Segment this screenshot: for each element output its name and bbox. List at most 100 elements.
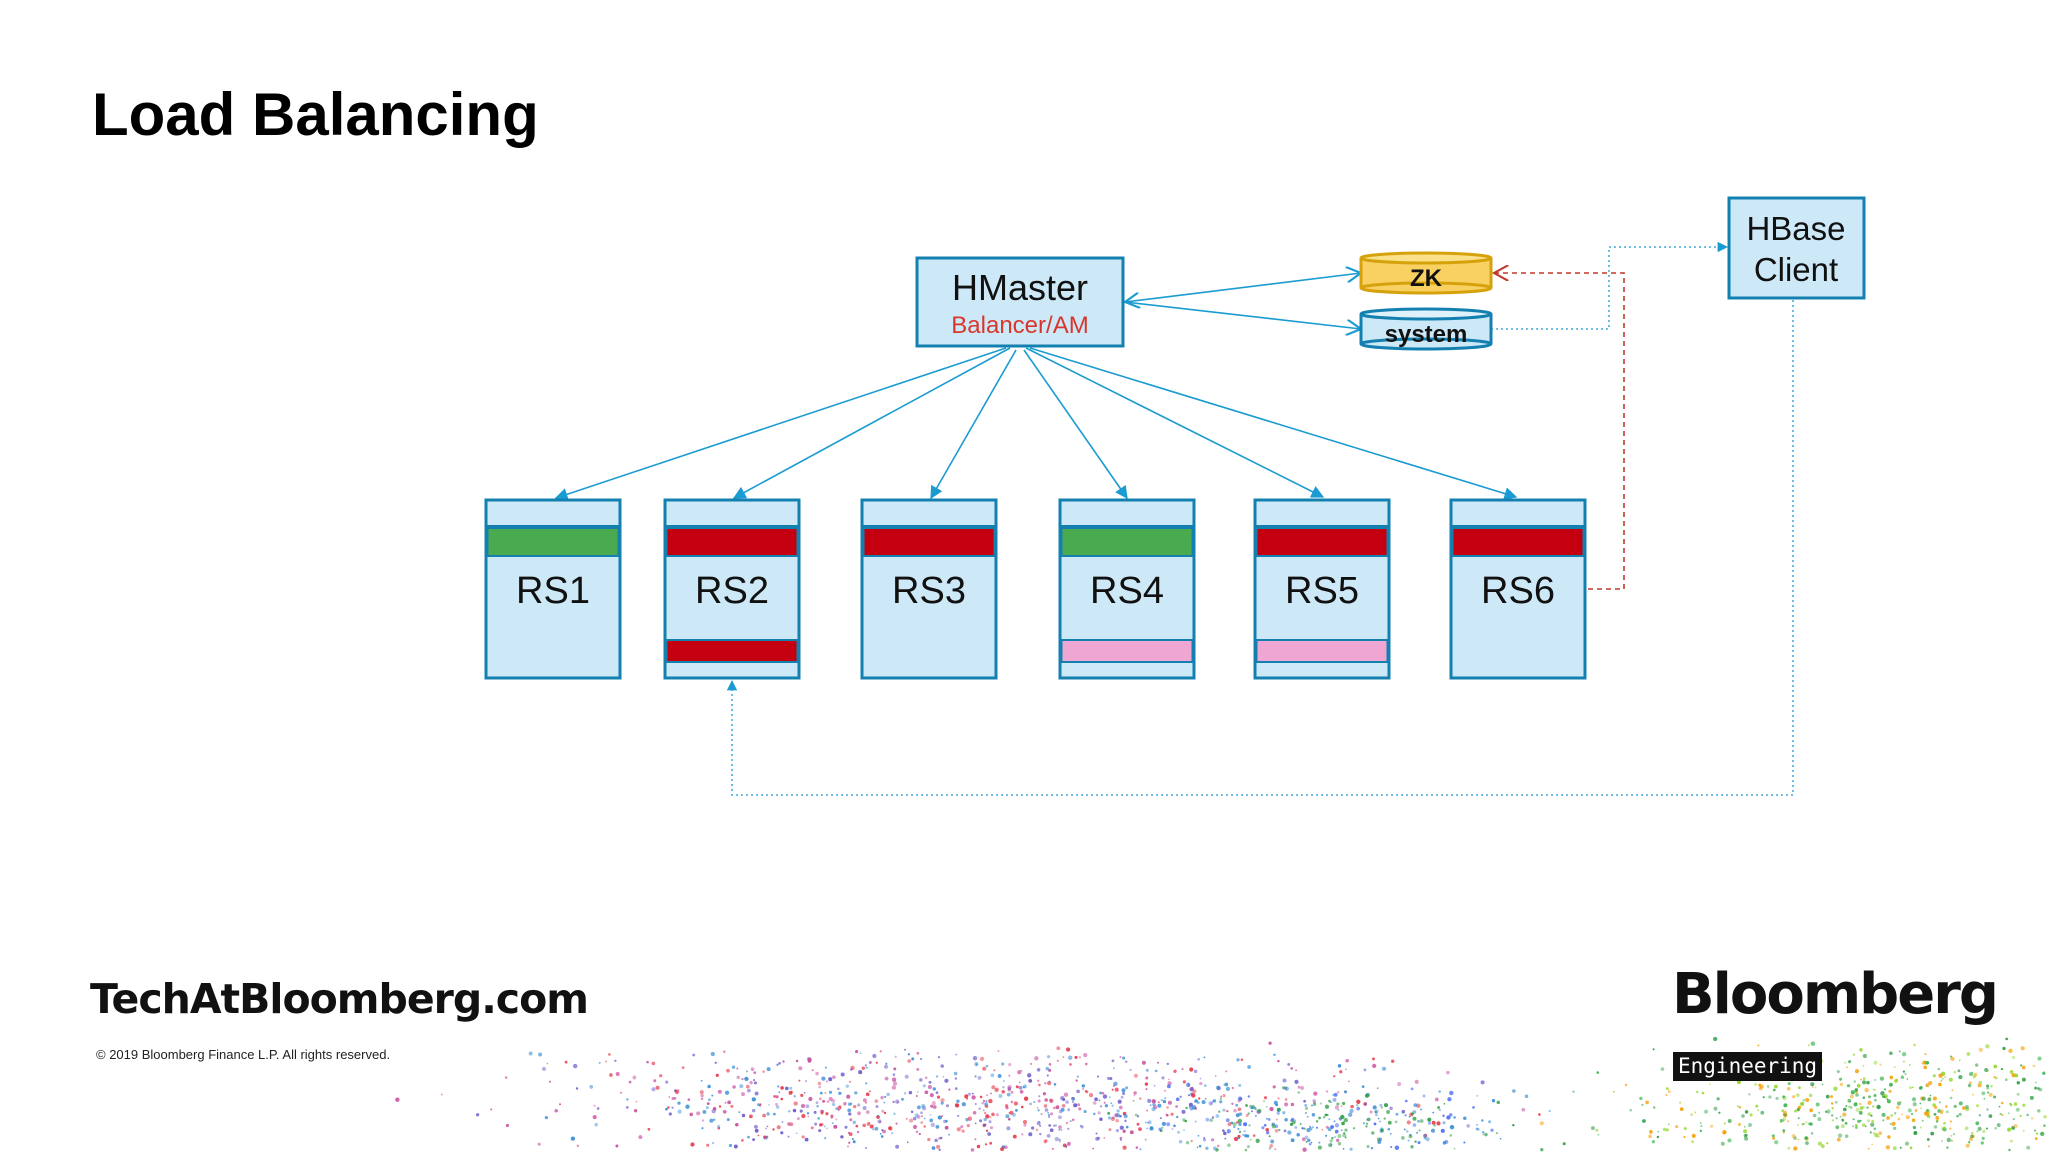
hmaster-title: HMaster <box>952 267 1088 308</box>
confetti-dot <box>1852 1053 1855 1056</box>
confetti-dot <box>877 1114 880 1117</box>
confetti-dot <box>1125 1125 1129 1129</box>
confetti-dot <box>1092 1101 1097 1105</box>
confetti-dot <box>1222 1108 1226 1112</box>
confetti-dot <box>1247 1065 1251 1069</box>
confetti-dot <box>788 1090 793 1095</box>
confetti-dot <box>1277 1110 1280 1113</box>
confetti-dot <box>846 1094 851 1099</box>
confetti-dot <box>1405 1130 1409 1133</box>
confetti-dot <box>905 1117 908 1120</box>
confetti-dot <box>1311 1113 1316 1117</box>
confetti-dot <box>1883 1088 1887 1091</box>
confetti-dot <box>1482 1133 1485 1136</box>
confetti-dot <box>1815 1102 1820 1107</box>
confetti-dot <box>1166 1084 1171 1089</box>
confetti-dot <box>1868 1095 1871 1099</box>
region-server-label: RS2 <box>695 570 769 612</box>
confetti-dot <box>891 1132 894 1135</box>
confetti-dot <box>1876 1104 1881 1110</box>
confetti-dot <box>1160 1099 1163 1102</box>
confetti-dot <box>1250 1106 1254 1110</box>
confetti-dot <box>1050 1112 1053 1116</box>
confetti-dot <box>833 1124 838 1129</box>
confetti-dot <box>1921 1119 1924 1122</box>
confetti-dot <box>885 1062 888 1066</box>
confetti-dot <box>848 1112 852 1116</box>
confetti-dot <box>865 1101 867 1104</box>
confetti-dot <box>1178 1139 1183 1144</box>
confetti-dot <box>865 1066 868 1069</box>
confetti-dot <box>1325 1090 1329 1093</box>
confetti-dot <box>1198 1097 1201 1100</box>
confetti-dot <box>938 1136 942 1140</box>
confetti-dot <box>1133 1091 1137 1095</box>
confetti-dot <box>868 1121 871 1125</box>
confetti-dot <box>824 1091 827 1095</box>
confetti-dot <box>1430 1128 1436 1133</box>
confetti-dot <box>1951 1089 1954 1092</box>
confetti-dot <box>929 1093 934 1098</box>
confetti-dot <box>1994 1126 1998 1130</box>
confetti-dot <box>1230 1121 1234 1125</box>
confetti-dot <box>1196 1146 1199 1149</box>
confetti-dot <box>1028 1079 1033 1083</box>
confetti-dot <box>1695 1090 1699 1094</box>
confetti-dot <box>749 1114 753 1119</box>
confetti-dot <box>1939 1101 1941 1104</box>
confetti-dot <box>1886 1099 1891 1104</box>
confetti-dot <box>1768 1095 1772 1099</box>
confetti-dot <box>1301 1137 1306 1142</box>
confetti-dot <box>819 1097 822 1101</box>
confetti-dot <box>1113 1084 1115 1087</box>
confetti-dot <box>1442 1140 1447 1145</box>
confetti-dot <box>983 1117 987 1122</box>
confetti-dot <box>1872 1088 1875 1091</box>
confetti-dot <box>891 1077 897 1082</box>
confetti-dot <box>1151 1107 1156 1112</box>
confetti-dot <box>884 1064 888 1069</box>
confetti-dot <box>635 1100 638 1103</box>
confetti-dot <box>869 1124 874 1129</box>
confetti-dot <box>1074 1055 1078 1059</box>
confetti-dot <box>2007 1112 2010 1115</box>
confetti-dot <box>820 1111 824 1115</box>
confetti-dot <box>1844 1134 1849 1138</box>
confetti-dot <box>1103 1137 1106 1139</box>
confetti-dot <box>1839 1077 1843 1081</box>
confetti-dot <box>1006 1126 1011 1131</box>
confetti-dot <box>754 1128 759 1133</box>
confetti-dot <box>1996 1123 2001 1128</box>
confetti-dot <box>1984 1067 1989 1073</box>
confetti-dot <box>1949 1096 1953 1100</box>
confetti-dot <box>659 1074 663 1078</box>
confetti-dot <box>819 1091 823 1095</box>
confetti-dot <box>877 1119 882 1124</box>
confetti-dot <box>1133 1073 1138 1078</box>
confetti-dot <box>1956 1114 1959 1118</box>
confetti-dot <box>1389 1132 1392 1135</box>
confetti-dot <box>880 1095 884 1100</box>
confetti-dot <box>678 1089 680 1091</box>
confetti-dot <box>927 1084 932 1090</box>
confetti-dot <box>1181 1109 1186 1114</box>
confetti-dot <box>854 1091 858 1095</box>
confetti-dot <box>1138 1127 1142 1131</box>
confetti-dot <box>1246 1145 1250 1149</box>
confetti-dot <box>788 1110 791 1113</box>
confetti-dot <box>1410 1112 1414 1116</box>
confetti-dot <box>1154 1069 1158 1073</box>
confetti-dot <box>918 1132 921 1136</box>
confetti-dot <box>677 1109 682 1114</box>
confetti-dot <box>1972 1074 1976 1079</box>
confetti-dot <box>1412 1123 1417 1127</box>
confetti-dot <box>1942 1127 1947 1132</box>
confetti-dot <box>1420 1108 1422 1111</box>
confetti-dot <box>1872 1132 1876 1135</box>
confetti-dot <box>723 1050 726 1053</box>
confetti-dot <box>681 1066 685 1069</box>
confetti-dot <box>1044 1108 1049 1112</box>
confetti-dot <box>546 1062 549 1065</box>
confetti-dot <box>1051 1147 1054 1150</box>
